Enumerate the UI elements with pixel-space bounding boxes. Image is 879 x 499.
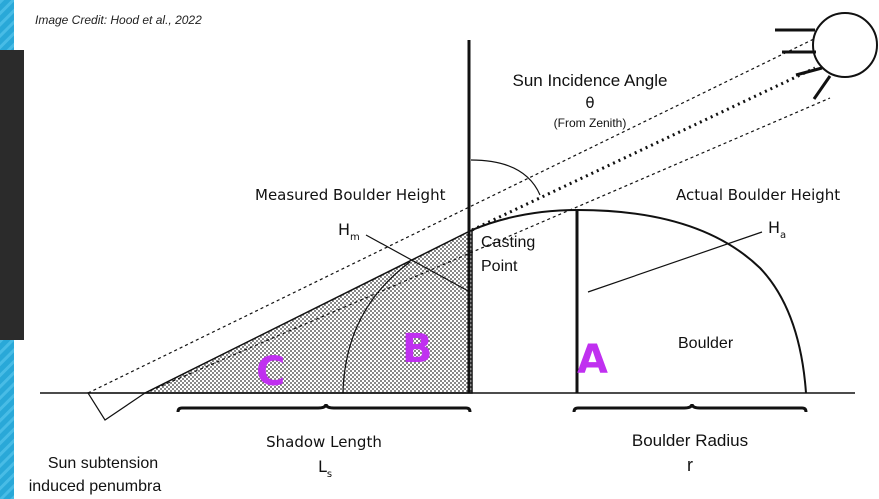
boulder-outline xyxy=(471,208,807,394)
sun-ray-4 xyxy=(812,75,832,100)
penumbra-triangle xyxy=(86,392,147,421)
ls-base: L xyxy=(318,457,327,476)
penumbra-ray-upper xyxy=(87,35,821,394)
image-credit: Image Credit: Hood et al., 2022 xyxy=(35,13,202,27)
slide-dark-panel xyxy=(0,50,24,340)
hm-symbol: Hm xyxy=(338,220,360,243)
region-c-letter: C xyxy=(256,349,285,395)
shadow-length-label: Shadow Length xyxy=(266,433,382,451)
ls-symbol: Ls xyxy=(318,457,332,480)
theta-symbol: θ xyxy=(585,94,594,112)
r-symbol: r xyxy=(687,455,693,475)
sun-angle-title: Sun Incidence Angle xyxy=(512,71,667,90)
measured-height-arc xyxy=(342,261,411,394)
region-b-letter: B xyxy=(402,326,433,372)
casting-point-line2: Point xyxy=(481,258,518,275)
ha-symbol: Ha xyxy=(768,218,786,241)
ha-subscript: a xyxy=(780,230,786,241)
boulder-radius-brace xyxy=(572,403,808,413)
hm-leader-line xyxy=(365,234,471,293)
sun-center-ray xyxy=(471,66,816,232)
penumbra-label-line2: induced penumbra xyxy=(29,478,162,495)
penumbra-ray-lower xyxy=(144,97,831,394)
sun-angle-arc xyxy=(470,159,541,196)
hm-subscript: m xyxy=(350,232,360,243)
boulder-radius-label: Boulder Radius xyxy=(632,431,748,450)
actual-height-label: Actual Boulder Height xyxy=(676,186,840,204)
slide-stripe-top xyxy=(0,0,12,60)
sun-ray-3 xyxy=(795,66,823,77)
penumbra-label-line1: Sun subtension xyxy=(48,455,158,472)
region-a-letter: A xyxy=(577,337,608,383)
casting-point-line1: Casting xyxy=(481,234,535,251)
ha-base: H xyxy=(768,218,780,237)
ls-subscript: s xyxy=(327,469,332,480)
ha-leader-line xyxy=(587,231,763,293)
hm-base: H xyxy=(338,220,350,239)
from-zenith-note: (From Zenith) xyxy=(554,116,627,130)
measured-height-label: Measured Boulder Height xyxy=(255,186,446,204)
sun-icon xyxy=(812,12,878,78)
shadow-length-brace xyxy=(176,403,472,413)
boulder-label: Boulder xyxy=(678,335,734,352)
